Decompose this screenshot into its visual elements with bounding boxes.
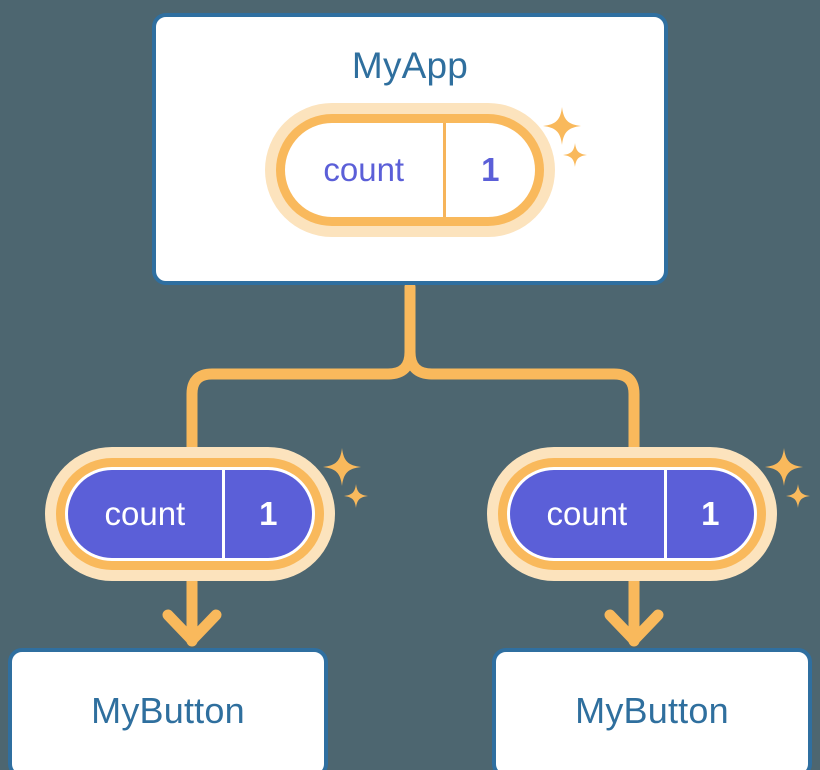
state-key-label: count [323,151,405,188]
pill-inner: count 1 [68,470,312,558]
state-flow-trunk-mirror [382,346,416,380]
page-title: MyApp [351,45,469,86]
component-label: MyButton [91,690,245,731]
state-pill-right[interactable]: count 1 [487,447,777,581]
state-arrow-left [162,609,222,646]
state-value-label: 1 [221,470,312,558]
pill-body: count 1 [65,467,315,561]
component-card-mybutton-right[interactable]: MyButton [492,648,812,770]
sparkle-small-icon [786,484,810,508]
state-flow-trunk [404,281,438,380]
component-label: MyButton [575,690,729,731]
state-pill-left[interactable]: count 1 [45,447,335,581]
state-flow-branch-left [186,368,394,453]
state-key-label: count [546,495,628,532]
component-card-mybutton-left[interactable]: MyButton [8,648,328,770]
state-value-label: 1 [663,470,754,558]
state-pill-myapp[interactable]: count 1 [265,103,555,237]
state-flow-branch-right [426,368,640,453]
pill-body: count 1 [285,123,535,217]
pill-inner: count 1 [510,470,754,558]
state-key-label: count [104,495,186,532]
pill-body: count 1 [507,467,757,561]
sparkle-small-icon [344,484,368,508]
state-value-label: 1 [442,123,536,217]
component-card-myapp[interactable]: MyApp [152,13,668,285]
state-arrow-right [604,609,664,646]
